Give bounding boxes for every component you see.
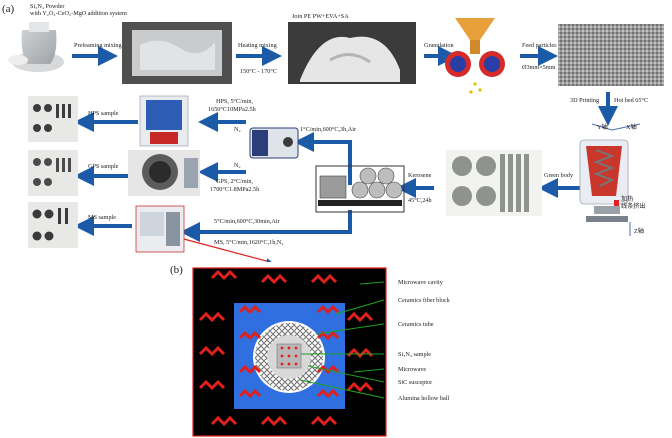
heating-photo	[288, 22, 416, 84]
axis-x-label: X轴	[626, 124, 637, 131]
green-body-label: Green body	[544, 172, 574, 179]
axis-y-label: Y轴	[597, 124, 608, 131]
hps-gas: N₂	[234, 126, 241, 133]
gps-sample-photo	[28, 150, 78, 196]
gps-cond-1: GPS, 2°C/min,	[216, 178, 254, 185]
process-flow-graphics	[8, 18, 664, 262]
ms-cond-label: MS, 5°C/min,1620°C,1h,N₂	[214, 239, 284, 246]
legend-pointers	[299, 281, 385, 399]
ms-sample-label: MS sample	[88, 214, 117, 221]
hps-cond-2: 1650°C10MPa2.5h	[208, 106, 256, 113]
flow-arrow-ms	[180, 210, 352, 242]
hps-sample-photo	[28, 96, 78, 142]
legend-sic-susceptor: SiC susceptor	[398, 379, 433, 386]
flow-arrow-debind	[294, 132, 352, 185]
kerosene-label: Kerosene	[408, 172, 432, 179]
debinding-schematic	[315, 165, 405, 213]
gps-machine-photo	[128, 150, 200, 196]
nozzle-label: 加热	[621, 196, 634, 203]
legend-microwave-cavity: Microwave cavity	[398, 279, 443, 286]
printing-label: 3D Printing	[570, 97, 600, 104]
kerosene-cond-label: 45°C,24h	[408, 197, 432, 204]
hps-sample-label: HPS sample	[88, 110, 119, 117]
feed-label: Feed particles	[522, 42, 557, 49]
granulator-diagram	[445, 18, 505, 94]
hotbed-label: Hot bed 65°C	[614, 97, 649, 104]
premixing-photo	[122, 22, 232, 84]
nozzle-label-2: 线条挤出	[621, 203, 646, 210]
powder-subtitle: with Y₂O₃-CeO₂-MgO addition system	[30, 10, 127, 17]
panel-a-label: (a)	[2, 3, 15, 15]
green-body-photo	[446, 150, 542, 216]
legend-alumina-hollow-ball: Alumina hollow ball	[398, 395, 450, 402]
legend-ceramics-tube: Ceramics tube	[398, 321, 434, 328]
gps-gas: N₂	[234, 162, 241, 169]
heating-temp-label: 150°C - 170°C	[240, 68, 277, 75]
sample-dots	[280, 346, 298, 366]
legend-microwave: Microwave	[398, 366, 427, 373]
feed-size-label: Ø3mm×5mm	[522, 64, 556, 71]
ms-red-arrow	[179, 237, 273, 262]
hps-cond-1: HPS, 5°C/min,	[216, 98, 254, 105]
granulation-label: Granulation	[424, 42, 454, 49]
join-label: Join PE PW+EVA+SA	[292, 13, 349, 20]
premixing-label: Prefeaming mixing	[74, 42, 122, 49]
ms-machine-photo	[135, 205, 185, 253]
3d-printer-diagram	[579, 123, 641, 236]
heating-label: Heating mixing	[238, 42, 277, 49]
powder-bottle-image	[8, 22, 64, 72]
gps-cond-2: 1700°C1.8MPa2.5h	[210, 186, 260, 193]
hps-machine-photo	[139, 95, 189, 147]
feed-particles-photo	[558, 24, 664, 86]
legend-ceramics-fiber-block: Ceramics fiber block	[398, 297, 450, 304]
gps-sample-label: GPS sample	[88, 163, 119, 170]
microwave-waves	[198, 269, 374, 427]
debinding-furnace	[249, 127, 299, 159]
axis-z-label: Z轴	[634, 228, 644, 235]
legend-si3n4-sample: Si₃N₄ sample	[398, 351, 432, 358]
ms-sample-photo	[28, 202, 78, 248]
debind-label: 1°C/min,600°C,3h,Air	[300, 126, 356, 133]
powder-title: Si₃N₄ Powder	[30, 3, 65, 10]
microwave-sintering-diagram	[192, 267, 387, 437]
ms-air-label: 5°C/min,600°C,30min,Air	[214, 218, 280, 225]
panel-b-label: (b)	[170, 264, 183, 276]
